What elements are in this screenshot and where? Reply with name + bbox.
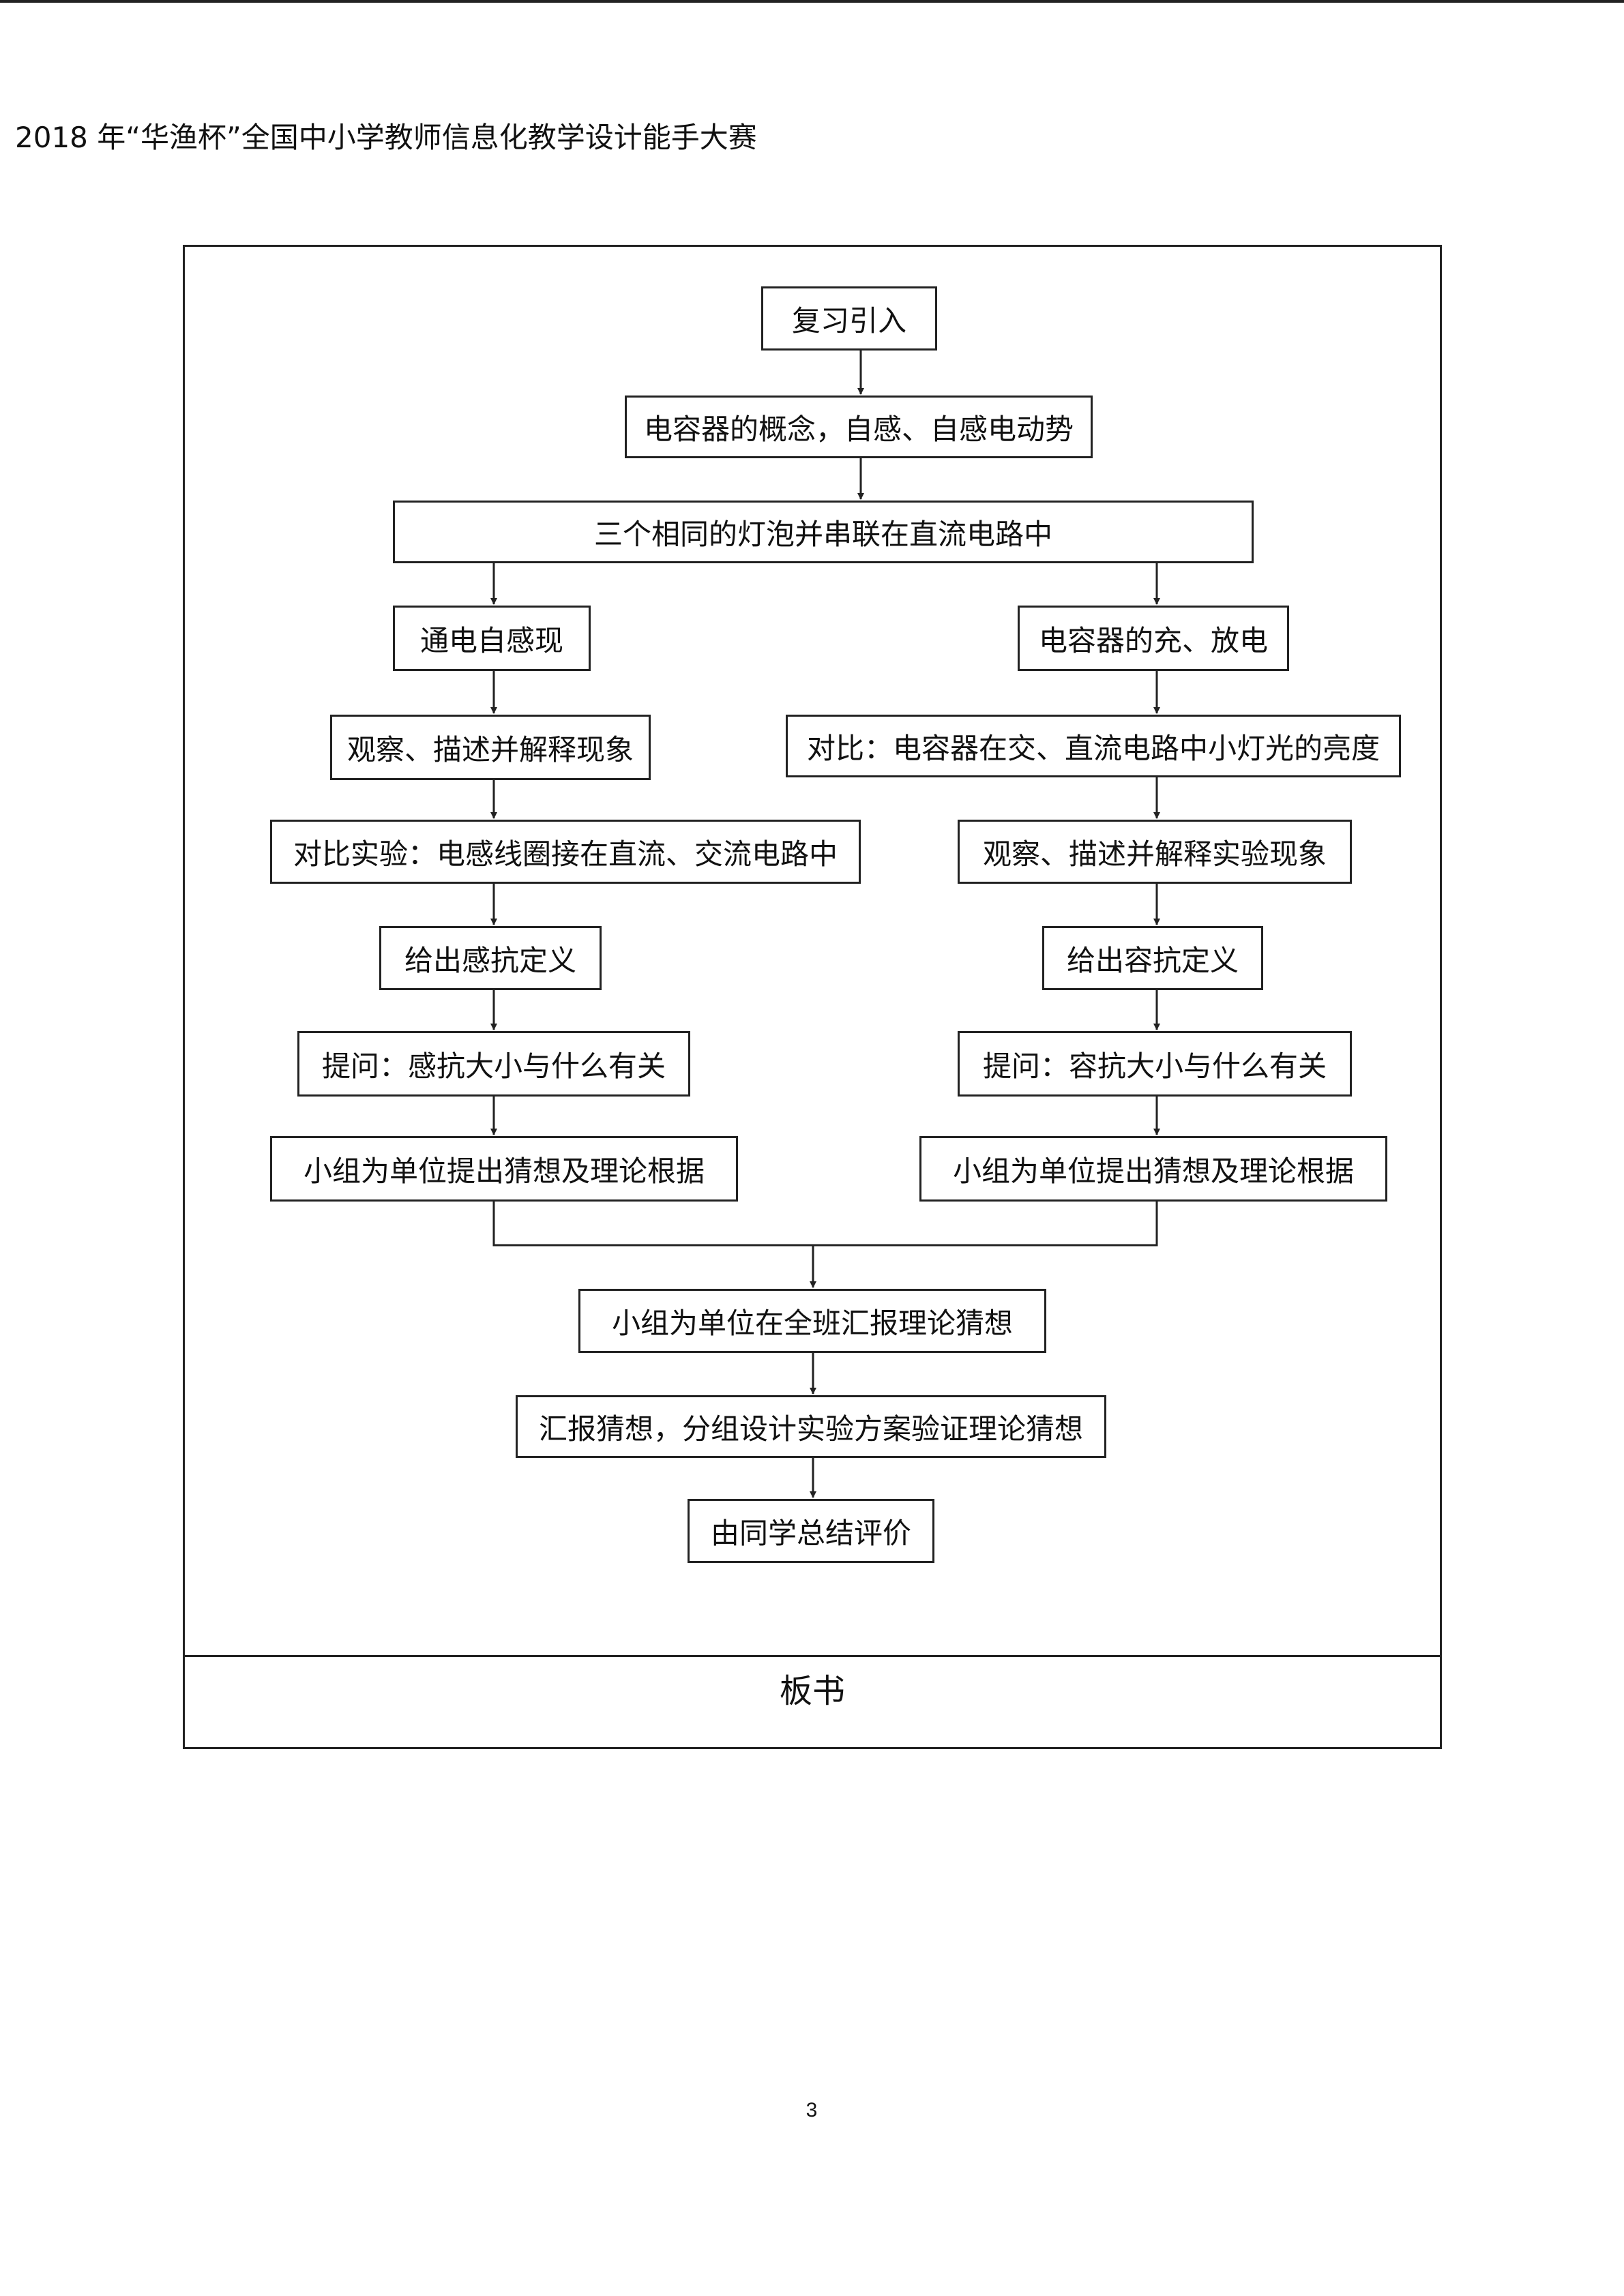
step-left-5: 提问：感抗大小与什么有关 <box>297 1031 690 1097</box>
step-design: 汇报猜想，分组设计实验方案验证理论猜想 <box>516 1395 1106 1458</box>
step-concept: 电容器的概念，自感、自感电动势 <box>625 396 1093 458</box>
step-right-1: 电容器的充、放电 <box>1018 606 1289 671</box>
step-summary: 由同学总结评价 <box>688 1499 934 1563</box>
step-right-2: 对比：电容器在交、直流电路中小灯光的亮度 <box>786 715 1401 777</box>
step-right-5: 提问：容抗大小与什么有关 <box>958 1031 1352 1097</box>
step-left-4: 给出感抗定义 <box>379 926 602 990</box>
page-top-border <box>0 0 1624 3</box>
step-right-4: 给出容抗定义 <box>1042 926 1263 990</box>
step-right-3: 观察、描述并解释实验现象 <box>958 820 1352 884</box>
step-left-1: 通电自感现 <box>393 606 591 671</box>
step-right-6: 小组为单位提出猜想及理论根据 <box>919 1136 1387 1202</box>
frame-divider <box>183 1655 1442 1657</box>
step-review: 复习引入 <box>761 286 937 351</box>
step-report: 小组为单位在全班汇报理论猜想 <box>578 1289 1046 1353</box>
step-left-2: 观察、描述并解释现象 <box>330 715 651 780</box>
step-experiment: 三个相同的灯泡并串联在直流电路中 <box>393 501 1254 563</box>
step-left-3: 对比实验：电感线圈接在直流、交流电路中 <box>270 820 861 884</box>
merge-line <box>492 1202 1158 1247</box>
board-section-title: 板书 <box>779 1672 845 1710</box>
step-left-6: 小组为单位提出猜想及理论根据 <box>270 1136 738 1202</box>
page-header-title: 2018 年“华渔杯”全国中小学教师信息化教学设计能手大赛 <box>15 121 757 154</box>
page-number: 3 <box>806 2099 818 2121</box>
lesson-frame <box>183 245 1442 1749</box>
